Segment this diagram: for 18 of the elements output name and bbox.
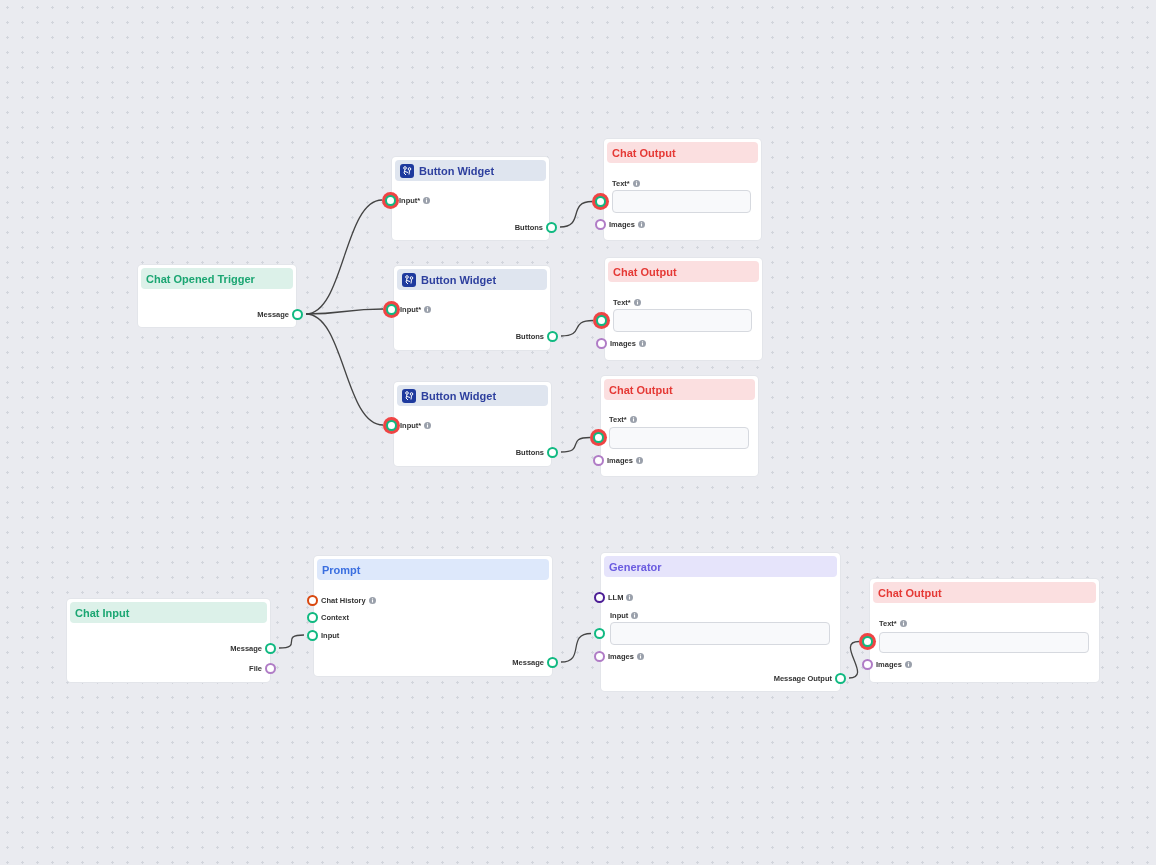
connector-line <box>560 632 592 663</box>
node-title: Button Widget <box>421 389 497 402</box>
node-title: Chat Output <box>612 146 676 159</box>
node-title: Button Widget <box>419 164 495 177</box>
connector-line <box>560 319 594 337</box>
connector-line <box>278 634 305 649</box>
connector-line <box>305 308 384 315</box>
node-title: Chat Input <box>75 606 130 619</box>
connector-line <box>560 436 591 453</box>
node-title: Chat Output <box>878 586 942 599</box>
node-title: Chat Output <box>613 265 677 278</box>
node-title: Button Widget <box>421 273 497 286</box>
connector-line <box>305 313 384 426</box>
node-title: Chat Opened Trigger <box>146 272 255 285</box>
node-title: Chat Output <box>609 383 673 396</box>
node-title: Generator <box>609 560 662 573</box>
connector-line <box>559 200 593 228</box>
node-title: Prompt <box>322 563 361 576</box>
